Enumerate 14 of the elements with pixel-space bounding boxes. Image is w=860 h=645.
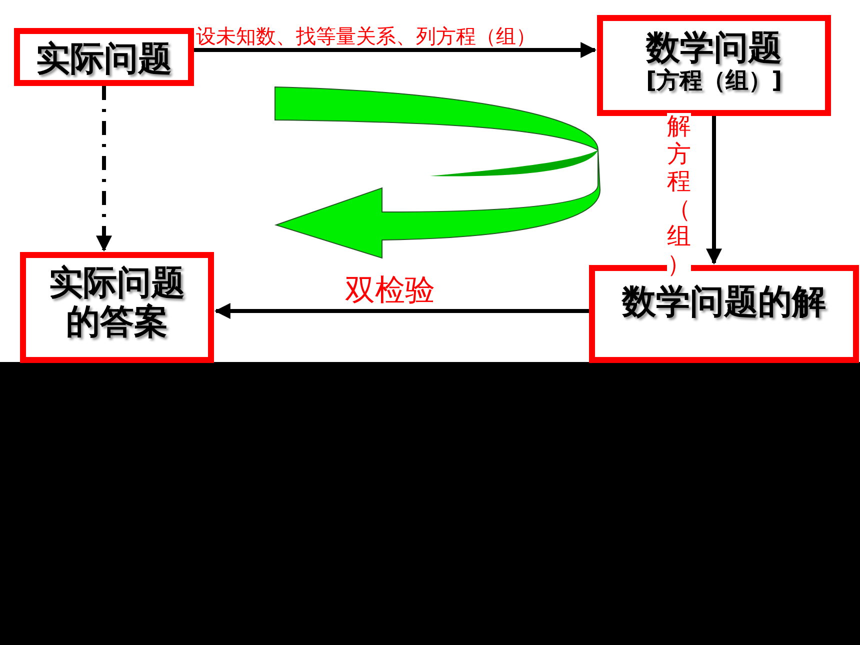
box-subtitle: [方程（组）] xyxy=(646,68,782,95)
arrow xyxy=(706,116,722,265)
process-box xyxy=(14,28,194,86)
arrow xyxy=(214,303,589,319)
box-title: 数学问题 xyxy=(646,29,782,68)
process-box xyxy=(20,252,214,363)
arrow xyxy=(96,86,112,252)
box-title: 实际问题的答案 xyxy=(48,264,186,342)
arrow xyxy=(194,42,597,58)
box-title: 数学问题的解 xyxy=(622,283,826,322)
edge-label: 双检验 xyxy=(345,276,435,306)
box-title: 实际问题 xyxy=(36,40,172,80)
process-box xyxy=(597,15,831,116)
edge-label: 解方程（组） xyxy=(667,113,691,279)
